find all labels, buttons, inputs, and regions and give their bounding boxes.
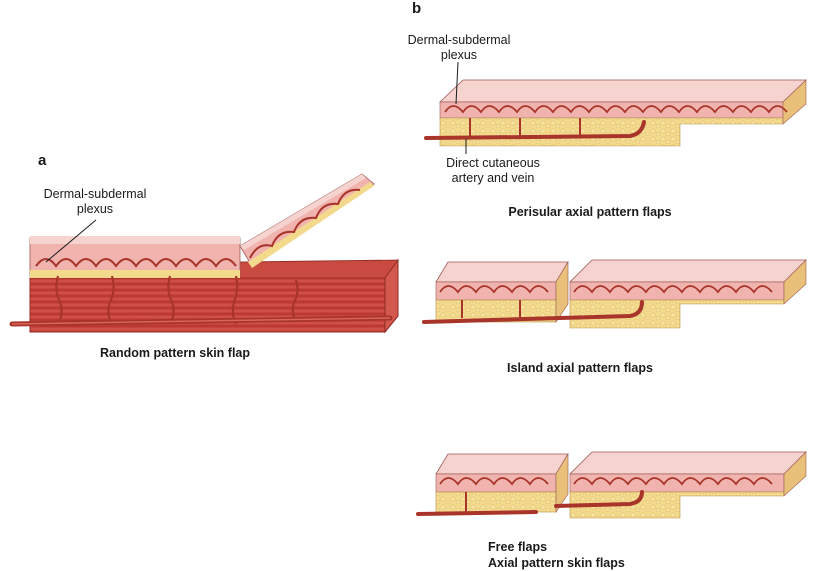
plexus-label-a-line1: Dermal-subdermal (43, 187, 147, 201)
free-flap-diagram (416, 451, 807, 519)
artery-label-line2: artery and vein (451, 171, 535, 185)
raised-flap (239, 173, 375, 268)
plexus-label-b: Dermal-subdermal plexus (394, 33, 524, 63)
plexus-leader-a (45, 219, 97, 263)
caption-random-flap: Random pattern skin flap (99, 346, 251, 360)
perisular-flap-diagram (424, 61, 807, 154)
plexus-label-b-line2: plexus (440, 48, 478, 62)
artery-label-line1: Direct cutaneous (446, 156, 540, 170)
caption-free-flap-line2: Axial pattern skin flaps (488, 556, 625, 570)
panel-b-letter: b (412, 0, 422, 17)
random-flap-diagram (9, 173, 399, 334)
island-flap-diagram (422, 259, 807, 329)
base-skin (29, 236, 241, 278)
plexus-label-a: Dermal-subdermal plexus (30, 187, 160, 217)
caption-free-flap-line1: Free flaps (488, 540, 548, 554)
plexus-label-a-line2: plexus (76, 202, 114, 216)
caption-free-flap: Free flaps Axial pattern skin flaps (488, 539, 688, 571)
caption-island-flap: Island axial pattern flaps (507, 361, 653, 375)
artery-label: Direct cutaneous artery and vein (418, 156, 568, 186)
dermal-plexus-a (35, 188, 361, 268)
plexus-label-b-line1: Dermal-subdermal (407, 33, 511, 47)
caption-perisular-flap: Perisular axial pattern flaps (508, 205, 672, 219)
panel-a-letter: a (38, 152, 47, 169)
